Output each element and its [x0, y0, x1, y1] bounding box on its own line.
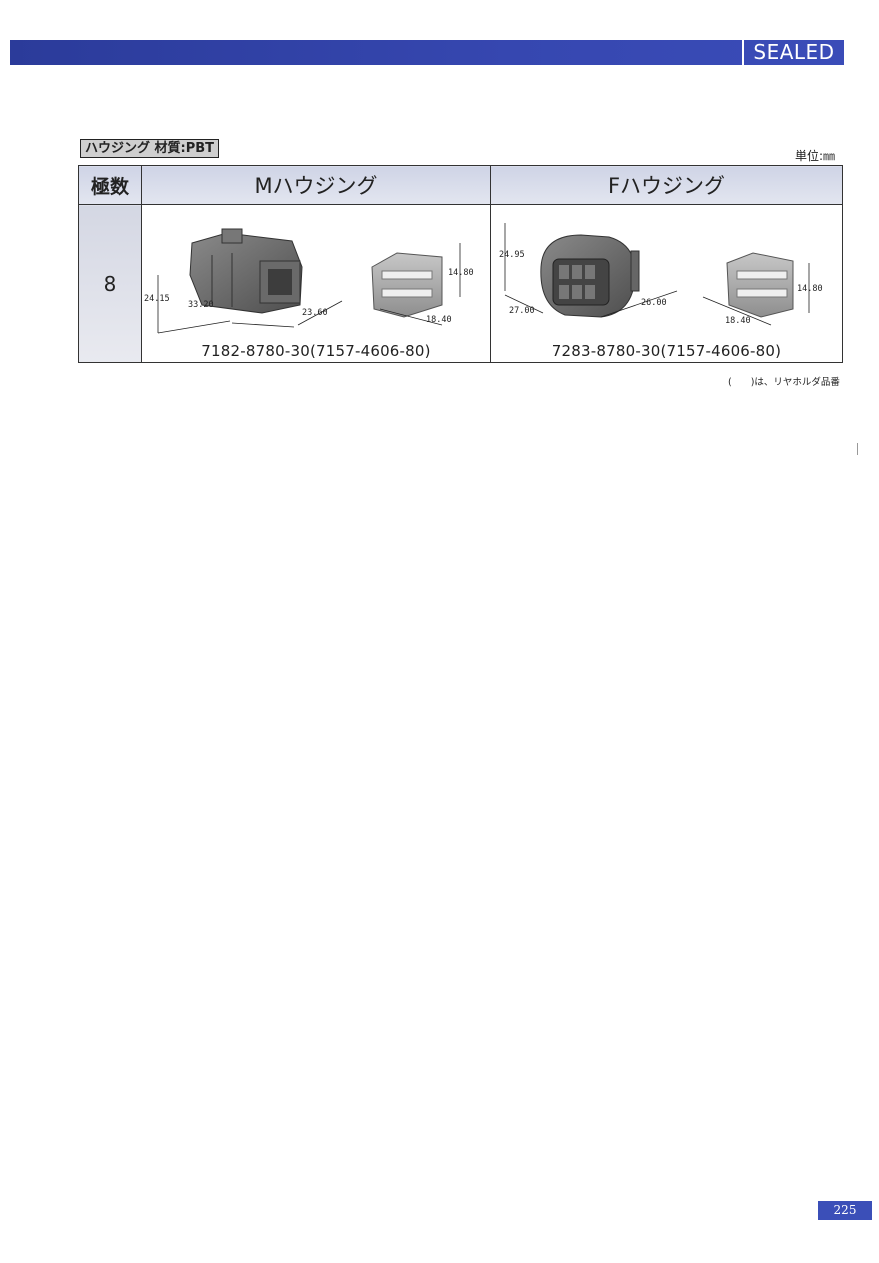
m-dim-holder-width: 18.40: [426, 315, 452, 325]
f-housing-drawing: 24.95 27.00 26.00 14.80 18.40: [499, 223, 823, 326]
f-rear-holder: [726, 252, 794, 318]
unit-label: 単位:㎜: [795, 149, 836, 163]
f-dim-length: 27.00: [509, 306, 535, 316]
m-dim-width: 23.60: [302, 308, 328, 318]
f-dim-holder-width: 18.40: [725, 316, 751, 326]
section-title: ハウジング 材質:PBT: [80, 139, 220, 158]
m-housing-connector: [189, 228, 303, 314]
page-number: 225: [818, 1201, 872, 1220]
m-part-number: 7182-8780-30(7157-4606-80): [201, 342, 431, 360]
m-dim-length: 33.20: [188, 300, 214, 310]
m-housing-drawing: 24.15 33.20 23.60 14.80 18.40: [144, 228, 474, 334]
header-banner: SEALED: [10, 39, 844, 66]
f-housing-header: Fハウジング: [490, 165, 843, 205]
margin-mark: [857, 443, 858, 455]
m-housing-figure-cell: 24.15 33.20 23.60 14.80 18.40 7182-8780-…: [141, 204, 491, 363]
f-dim-holder-height: 14.80: [797, 284, 823, 294]
poles-value: 8: [78, 204, 142, 363]
f-housing-connector: [540, 234, 640, 318]
f-dim-height: 24.95: [499, 250, 525, 260]
f-housing-figure-cell: 24.95 27.00 26.00 14.80 18.40 7283-8780-…: [490, 204, 843, 363]
m-dimension-lines: [157, 243, 461, 334]
housing-spec-table: 極数 Mハウジング Fハウジング 8: [78, 165, 843, 363]
rear-holder-note: ( )は、リヤホルダ品番: [728, 377, 840, 388]
poles-header: 極数: [78, 165, 142, 205]
m-dim-height: 24.15: [144, 294, 170, 304]
banner-label: SEALED: [742, 39, 844, 66]
f-dim-width: 26.00: [641, 298, 667, 308]
m-housing-header: Mハウジング: [141, 165, 491, 205]
f-part-number: 7283-8780-30(7157-4606-80): [551, 342, 782, 360]
m-rear-holder: [371, 252, 443, 318]
f-dimension-lines: [504, 223, 810, 326]
m-dim-holder-height: 14.80: [448, 268, 474, 278]
